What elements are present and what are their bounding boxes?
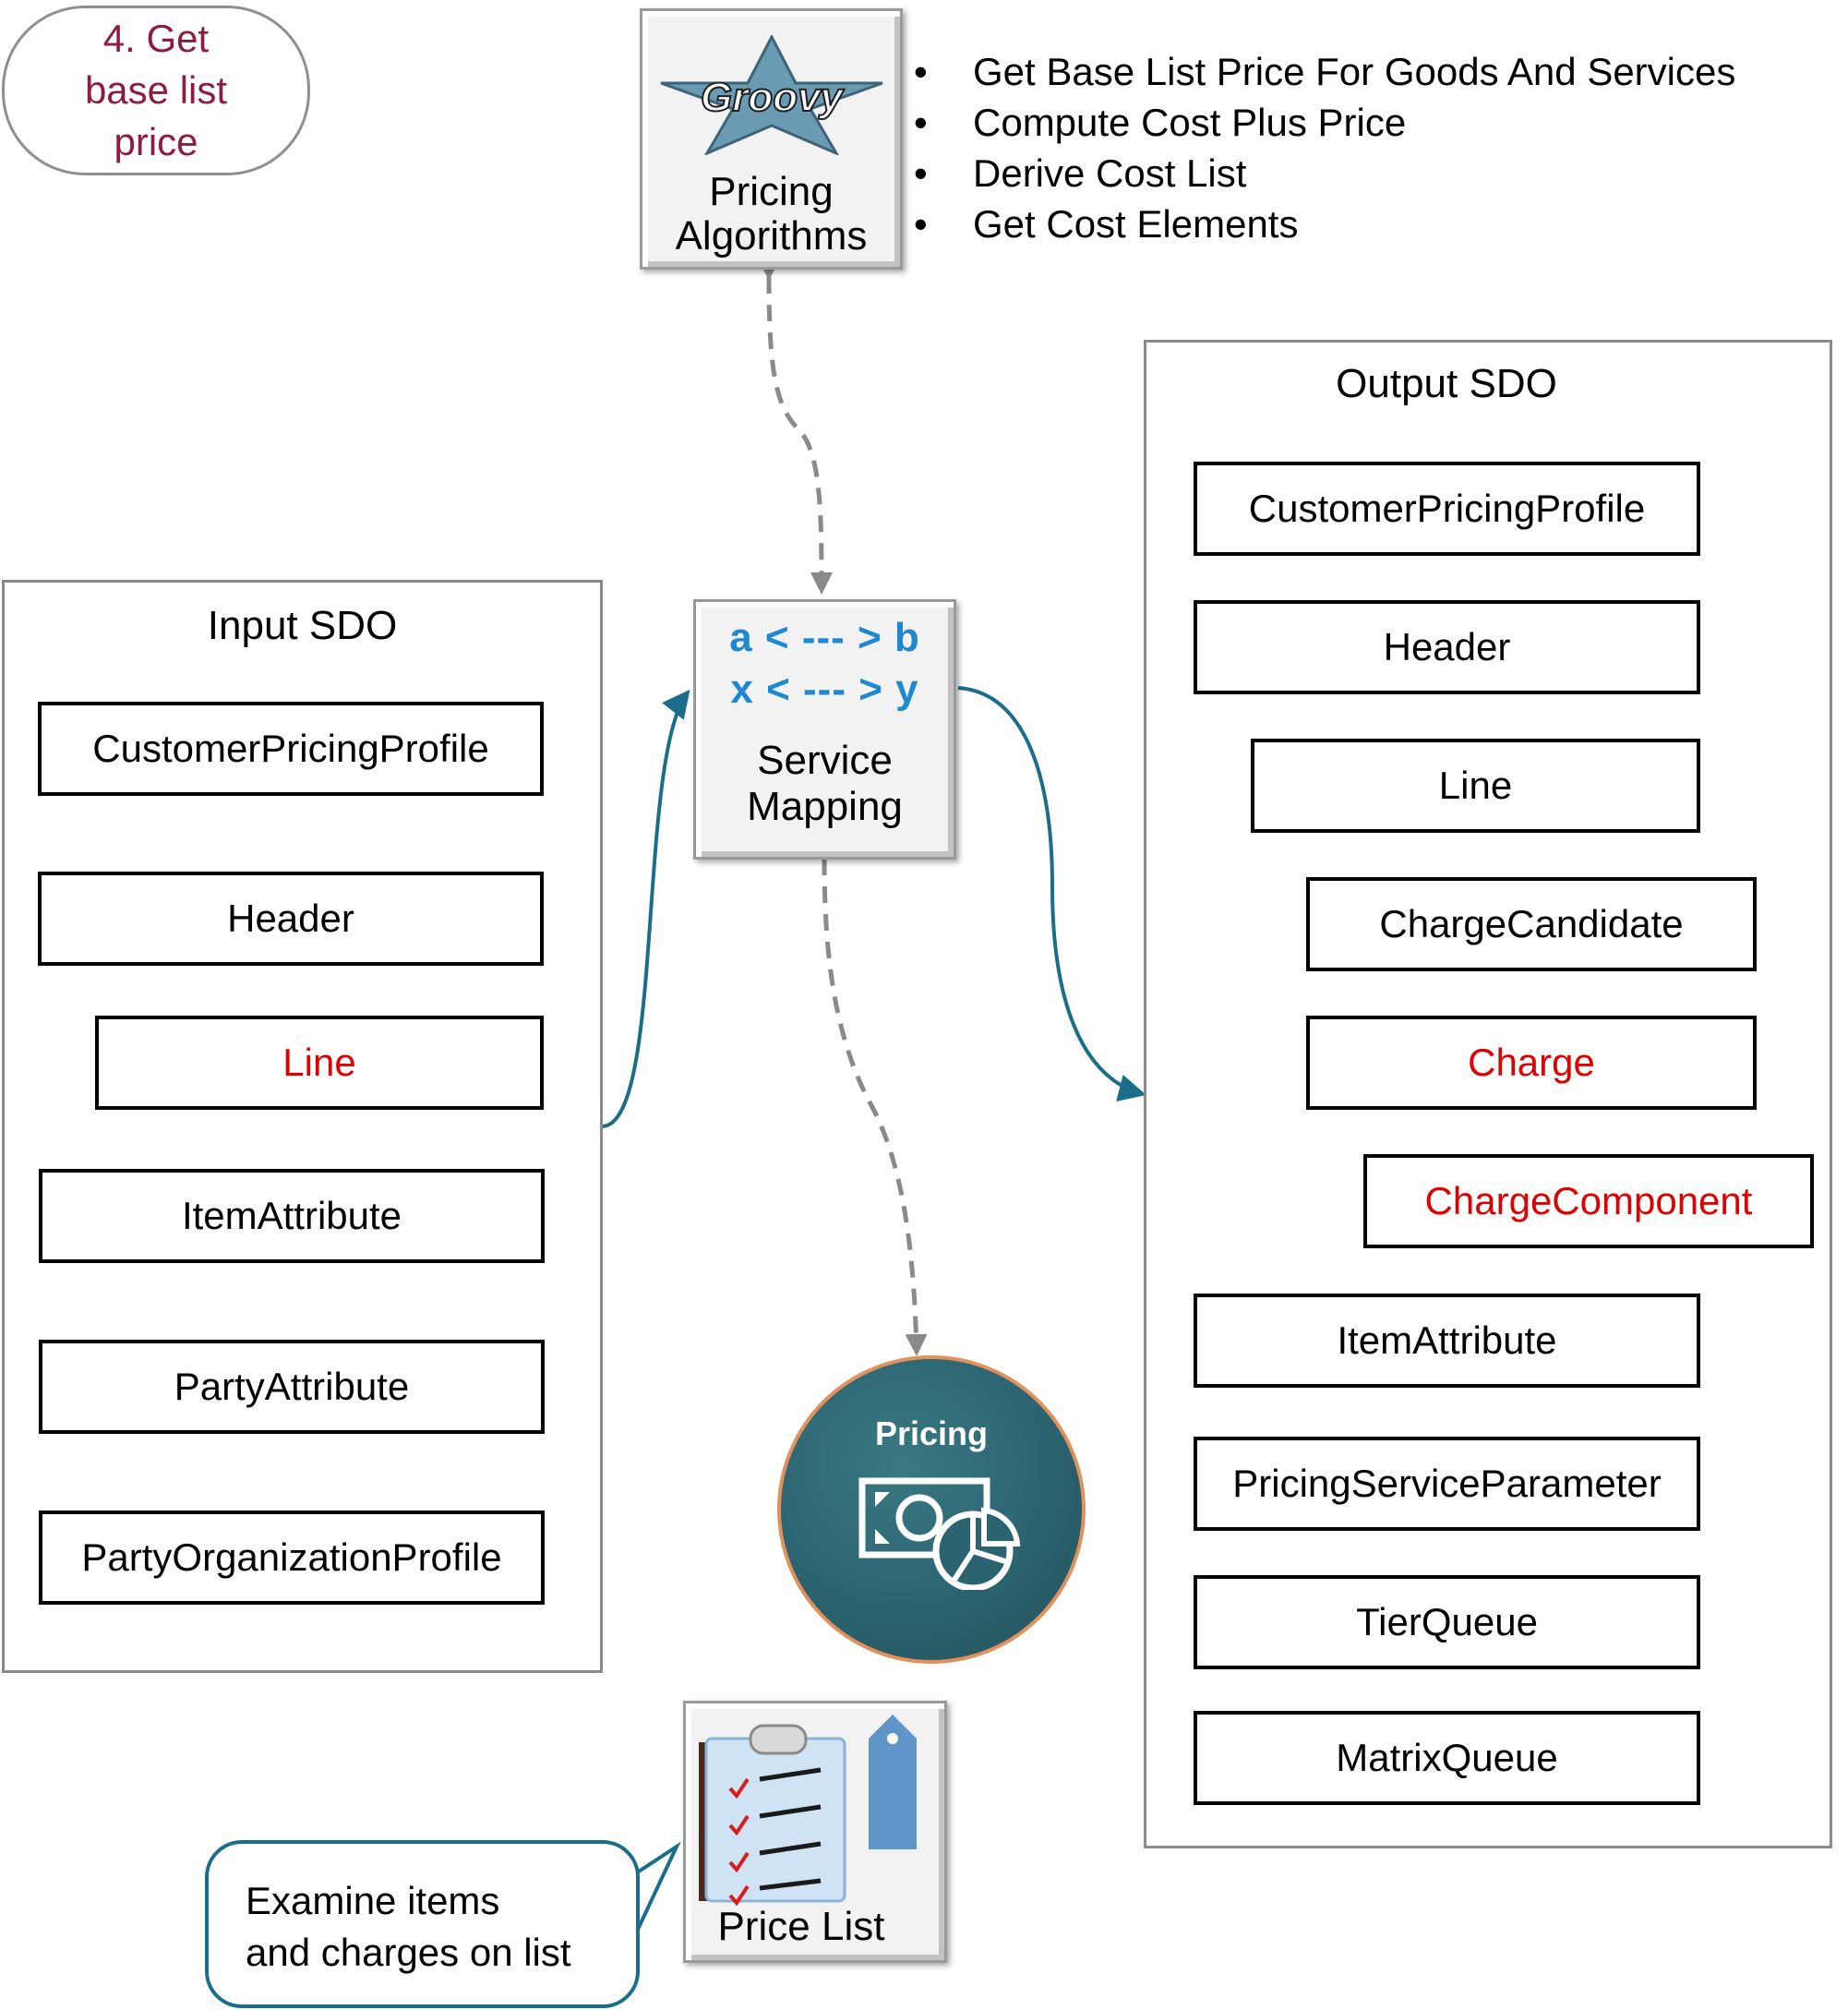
callout-text-line1: Examine items — [246, 1879, 500, 1922]
algorithm-bullet: Get Base List Price For Goods And Servic… — [914, 46, 1735, 97]
input-sdo-item-partyorganizationprofile[interactable]: PartyOrganizationProfile — [39, 1511, 545, 1605]
input-sdo-title: Input SDO — [207, 603, 398, 648]
service-mapping-label-line2: Mapping — [747, 784, 903, 829]
mapping-line-xy: x < --- > y — [730, 667, 919, 712]
output-sdo-item-tierqueue[interactable]: TierQueue — [1194, 1575, 1700, 1669]
flow-arrow-input-to-mapping — [601, 689, 690, 1128]
output-sdo-item-line[interactable]: Line — [1251, 739, 1700, 833]
input-sdo-item-customerpricingprofile[interactable]: CustomerPricingProfile — [38, 702, 544, 796]
input-sdo-item-header[interactable]: Header — [38, 872, 544, 966]
pricing-engine-label: Pricing — [874, 1414, 989, 1452]
output-sdo-item-matrixqueue[interactable]: MatrixQueue — [1194, 1711, 1700, 1805]
step-badge-line1: 4. Get — [102, 17, 210, 60]
groovy-logo-icon: Groovy — [660, 35, 883, 155]
price-list-icon — [699, 1715, 917, 1907]
pricing-algorithms-node[interactable]: Groovy Pricing Algorithms — [640, 8, 903, 270]
flow-arrow-mapping-to-output — [957, 686, 1146, 1101]
output-sdo-item-pricingserviceparameter[interactable]: PricingServiceParameter — [1194, 1437, 1700, 1531]
callout-bubble: Examine items and charges on list — [205, 1840, 640, 2008]
step-badge: 4. Get base list price — [2, 6, 310, 175]
dashed-arrow-algorithms-mapping — [757, 258, 833, 595]
price-list-node[interactable]: Price List — [683, 1701, 947, 1963]
output-sdo-item-chargecandidate[interactable]: ChargeCandidate — [1306, 877, 1757, 971]
input-sdo-item-partyattribute[interactable]: PartyAttribute — [39, 1340, 545, 1434]
algorithm-bullet-list: Get Base List Price For Goods And Servic… — [914, 46, 1735, 249]
output-sdo-item-itemattribute[interactable]: ItemAttribute — [1194, 1294, 1700, 1388]
algorithm-bullet: Get Cost Elements — [914, 199, 1735, 249]
service-mapping-label-line1: Service — [757, 738, 893, 783]
input-sdo-item-line[interactable]: Line — [95, 1016, 544, 1110]
pricing-algorithms-label-line1: Pricing — [709, 169, 834, 214]
output-sdo-item-charge[interactable]: Charge — [1306, 1016, 1757, 1110]
step-badge-line3: price — [114, 120, 198, 163]
service-mapping-node[interactable]: a < --- > b x < --- > y Service Mapping — [693, 599, 956, 860]
algorithm-bullet: Derive Cost List — [914, 148, 1735, 199]
dashed-arrow-mapping-pricing — [812, 839, 928, 1356]
output-sdo-title: Output SDO — [1336, 361, 1557, 406]
money-chart-icon — [858, 1477, 1021, 1590]
input-sdo-item-itemattribute[interactable]: ItemAttribute — [39, 1169, 545, 1263]
pricing-algorithms-label-line2: Algorithms — [675, 213, 868, 259]
output-sdo-item-customerpricingprofile[interactable]: CustomerPricingProfile — [1194, 462, 1700, 556]
groovy-logo-text: Groovy — [701, 75, 846, 120]
output-sdo-item-header[interactable]: Header — [1194, 600, 1700, 694]
output-sdo-item-chargecomponent[interactable]: ChargeComponent — [1363, 1154, 1814, 1248]
callout-text-line2: and charges on list — [246, 1931, 571, 1974]
pricing-engine-node[interactable]: Pricing — [777, 1355, 1086, 1664]
price-tag-icon — [869, 1715, 917, 1849]
mapping-line-ab: a < --- > b — [729, 615, 920, 660]
algorithm-bullet: Compute Cost Plus Price — [914, 97, 1735, 148]
price-list-label: Price List — [717, 1904, 885, 1949]
step-badge-line2: base list — [84, 68, 228, 112]
